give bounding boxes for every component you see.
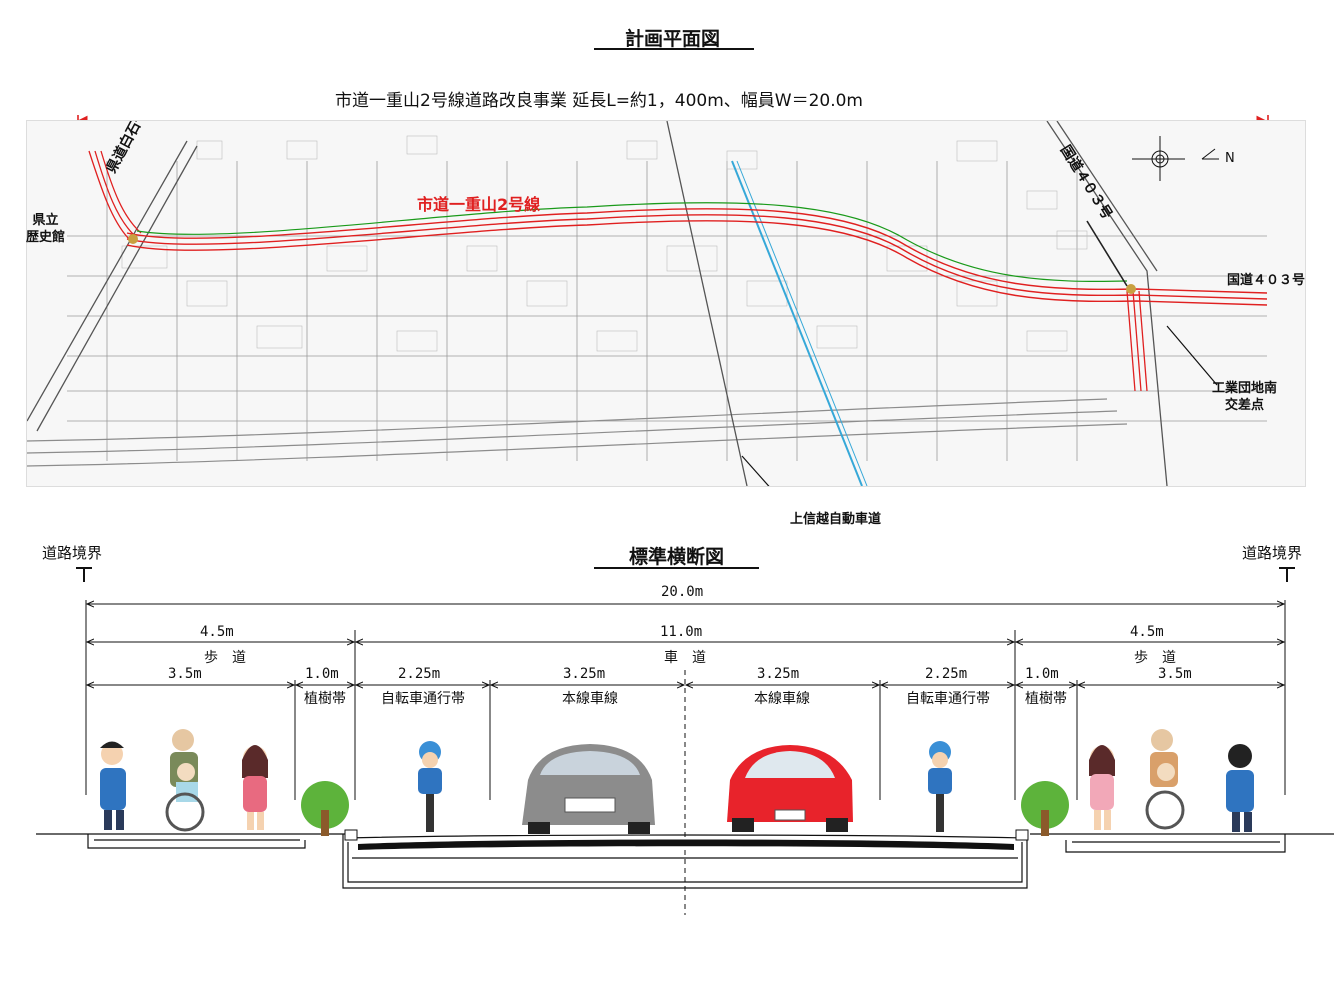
carriageway-label: 車 道 (664, 650, 706, 666)
plan-map-drawing (27, 121, 1268, 486)
left-walk-label: 歩 道 (204, 650, 246, 666)
seg-5-name: 本線車線 (754, 691, 810, 707)
dim-carriageway-total: 11.0m (660, 624, 703, 640)
cyclist-right (928, 741, 952, 832)
tree-left (301, 781, 349, 836)
boundary-right-label: 道路境界 (1242, 544, 1303, 562)
project-label: 市道一重山2号線道路改良事業 延長L=約1，400m、幅員W＝20.0m (335, 91, 863, 111)
intersection-label: 工業団地南 交差点 (1212, 381, 1278, 413)
seg-6-name: 自転車通行帯 (906, 691, 990, 707)
car-right (727, 745, 853, 832)
seg-5-width: 3.25m (757, 666, 800, 682)
seg-3-width: 2.25m (398, 666, 441, 682)
section-title: 標準横断図 (628, 546, 724, 568)
boundary-left-label: 道路境界 (42, 544, 103, 562)
seg-6-width: 2.25m (925, 666, 968, 682)
plan-title: 計画平面図 (624, 28, 720, 50)
seg-4-name: 本線車線 (562, 691, 618, 707)
car-left (522, 744, 655, 834)
north-label: N (1225, 151, 1235, 166)
tree-right (1021, 781, 1069, 836)
pedestrian-3 (1089, 745, 1115, 830)
road-name-label: 市道一重山2号線 (417, 195, 541, 214)
plan-title-underline (594, 48, 754, 50)
seg-1-width: 3.5m (168, 666, 202, 682)
pedestrian-4 (1226, 744, 1254, 832)
seg-7-name: 植樹帯 (1025, 691, 1067, 707)
seg-2-name: 植樹帯 (304, 691, 346, 707)
right-walk-label: 歩 道 (1134, 650, 1176, 666)
cyclist-left (418, 741, 442, 832)
pedestrian-2 (242, 745, 268, 830)
dim-total: 20.0m (661, 584, 704, 600)
wheelchair-pair-left (165, 729, 205, 832)
seg-8-width: 3.5m (1158, 666, 1192, 682)
seg-3-name: 自転車通行帯 (381, 691, 465, 707)
dim-left-walk-total: 4.5m (200, 624, 234, 640)
seg-7-width: 1.0m (1025, 666, 1059, 682)
seg-4-width: 3.25m (563, 666, 606, 682)
museum-label: 県立 歴史館 (26, 213, 66, 245)
dim-right-walk-total: 4.5m (1130, 624, 1164, 640)
wheelchair-pair-right (1145, 729, 1185, 830)
section-title-underline (594, 567, 759, 569)
seg-2-width: 1.0m (305, 666, 339, 682)
expressway-label: 上信越自動車道 (790, 512, 882, 527)
national-route-right-label: 国道４０３号 (1227, 273, 1306, 288)
pedestrian-1 (100, 741, 126, 830)
plan-map: 市道一重山2号線 県道白石千曲線 国道４０３号 N 国道４０３号 (26, 120, 1306, 487)
